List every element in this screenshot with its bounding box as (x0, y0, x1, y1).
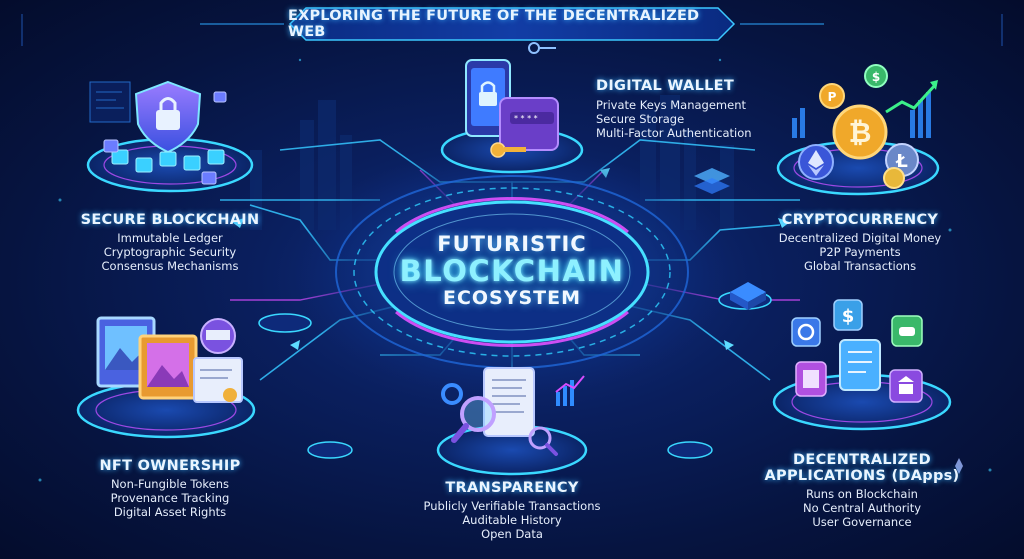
banner-title: EXPLORING THE FUTURE OF THE DECENTRALIZE… (288, 8, 700, 40)
cryptocurrency-block: CRYPTOCURRENCY Decentralized Digital Mon… (760, 212, 960, 273)
center-title: FUTURISTIC BLOCKCHAIN ECOSYSTEM (384, 232, 640, 309)
list-item: Global Transactions (803, 259, 917, 273)
wallet-phone-icon: * * * * (465, 59, 559, 151)
list-item: P2P Payments (819, 245, 901, 259)
list-item: Cryptographic Security (103, 245, 237, 259)
list-item: Decentralized Digital Money (778, 231, 942, 245)
dapps-title-line-1: DECENTRALIZED (793, 452, 931, 468)
sparkle-icon (955, 458, 963, 474)
code-panel (89, 81, 131, 123)
nft-frames-icon (96, 316, 243, 403)
cryptocurrency-title: CRYPTOCURRENCY (781, 212, 939, 228)
dapps-list: Runs on Blockchain No Central Authority … (762, 487, 962, 529)
ethereum-coin-icon (798, 144, 834, 180)
list-item: Auditable History (462, 513, 562, 527)
cryptocurrency-list: Decentralized Digital Money P2P Payments… (760, 231, 960, 273)
padlock-icons (103, 91, 227, 185)
digital-wallet-block: DIGITAL WALLET Private Keys Management S… (596, 78, 786, 140)
svg-text:$: $ (842, 306, 855, 327)
center-line-1: FUTURISTIC (437, 232, 587, 256)
center-line-3: ECOSYSTEM (442, 287, 582, 309)
key-icon (490, 42, 556, 158)
list-item: Publicly Verifiable Transactions (423, 499, 601, 513)
growth-chart-icon (792, 80, 938, 138)
app-tiles-icon: $ (791, 299, 923, 403)
list-item: Non-Fungible Tokens (110, 477, 230, 491)
center-line-2: BLOCKCHAIN (399, 254, 625, 288)
secure-blockchain-list: Immutable Ledger Cryptographic Security … (60, 231, 280, 273)
nft-ownership-block: NFT OWNERSHIP Non-Fungible Tokens Proven… (70, 458, 270, 519)
chain-blocks-icon (111, 149, 225, 173)
document-magnifier-icon (451, 367, 558, 456)
bitcoin-coin-icon: ₿ (832, 104, 888, 160)
mini-bar-chart-icon (441, 375, 585, 406)
list-item: Immutable Ledger (117, 231, 223, 245)
verified-badge-icon (200, 318, 236, 354)
banner-frame (21, 7, 1003, 46)
list-item: Open Data (481, 527, 543, 541)
nft-ownership-list: Non-Fungible Tokens Provenance Tracking … (70, 477, 270, 519)
list-item: Runs on Blockchain (806, 487, 918, 501)
transparency-title: TRANSPARENCY (445, 480, 579, 496)
small-coins-icon: P $ (819, 64, 905, 189)
list-item: Multi-Factor Authentication (596, 126, 752, 140)
shield-lock-icon (134, 80, 202, 154)
secure-blockchain-title: SECURE BLOCKCHAIN (80, 212, 260, 228)
nft-ownership-title: NFT OWNERSHIP (99, 458, 241, 474)
decor-dots (38, 58, 992, 482)
svg-text:P: P (828, 90, 837, 104)
center-hub (292, 147, 732, 397)
svg-text:₿: ₿ (849, 116, 872, 149)
list-item: No Central Authority (802, 501, 922, 515)
dapps-title-line-2: APPLICATIONS (DApps) (764, 468, 960, 484)
svg-text:* * * *: * * * * (514, 114, 538, 123)
list-item: Secure Storage (596, 112, 685, 126)
cube-stack-icon (694, 168, 766, 310)
list-item: Digital Asset Rights (113, 505, 227, 519)
digital-wallet-title: DIGITAL WALLET (596, 78, 735, 94)
svg-text:Ł: Ł (895, 151, 908, 172)
svg-text:$: $ (872, 70, 880, 84)
list-item: Private Keys Management (596, 98, 746, 112)
list-item: User Governance (812, 515, 912, 529)
transparency-list: Publicly Verifiable Transactions Auditab… (402, 499, 622, 541)
list-item: Provenance Tracking (110, 491, 230, 505)
list-item: Consensus Mechanisms (101, 259, 239, 273)
transparency-block: TRANSPARENCY Publicly Verifiable Transac… (402, 480, 622, 541)
secure-blockchain-block: SECURE BLOCKCHAIN Immutable Ledger Crypt… (60, 212, 280, 273)
digital-wallet-list: Private Keys Management Secure Storage M… (596, 98, 786, 140)
dapps-block: DECENTRALIZED APPLICATIONS (DApps) Runs … (762, 452, 962, 529)
